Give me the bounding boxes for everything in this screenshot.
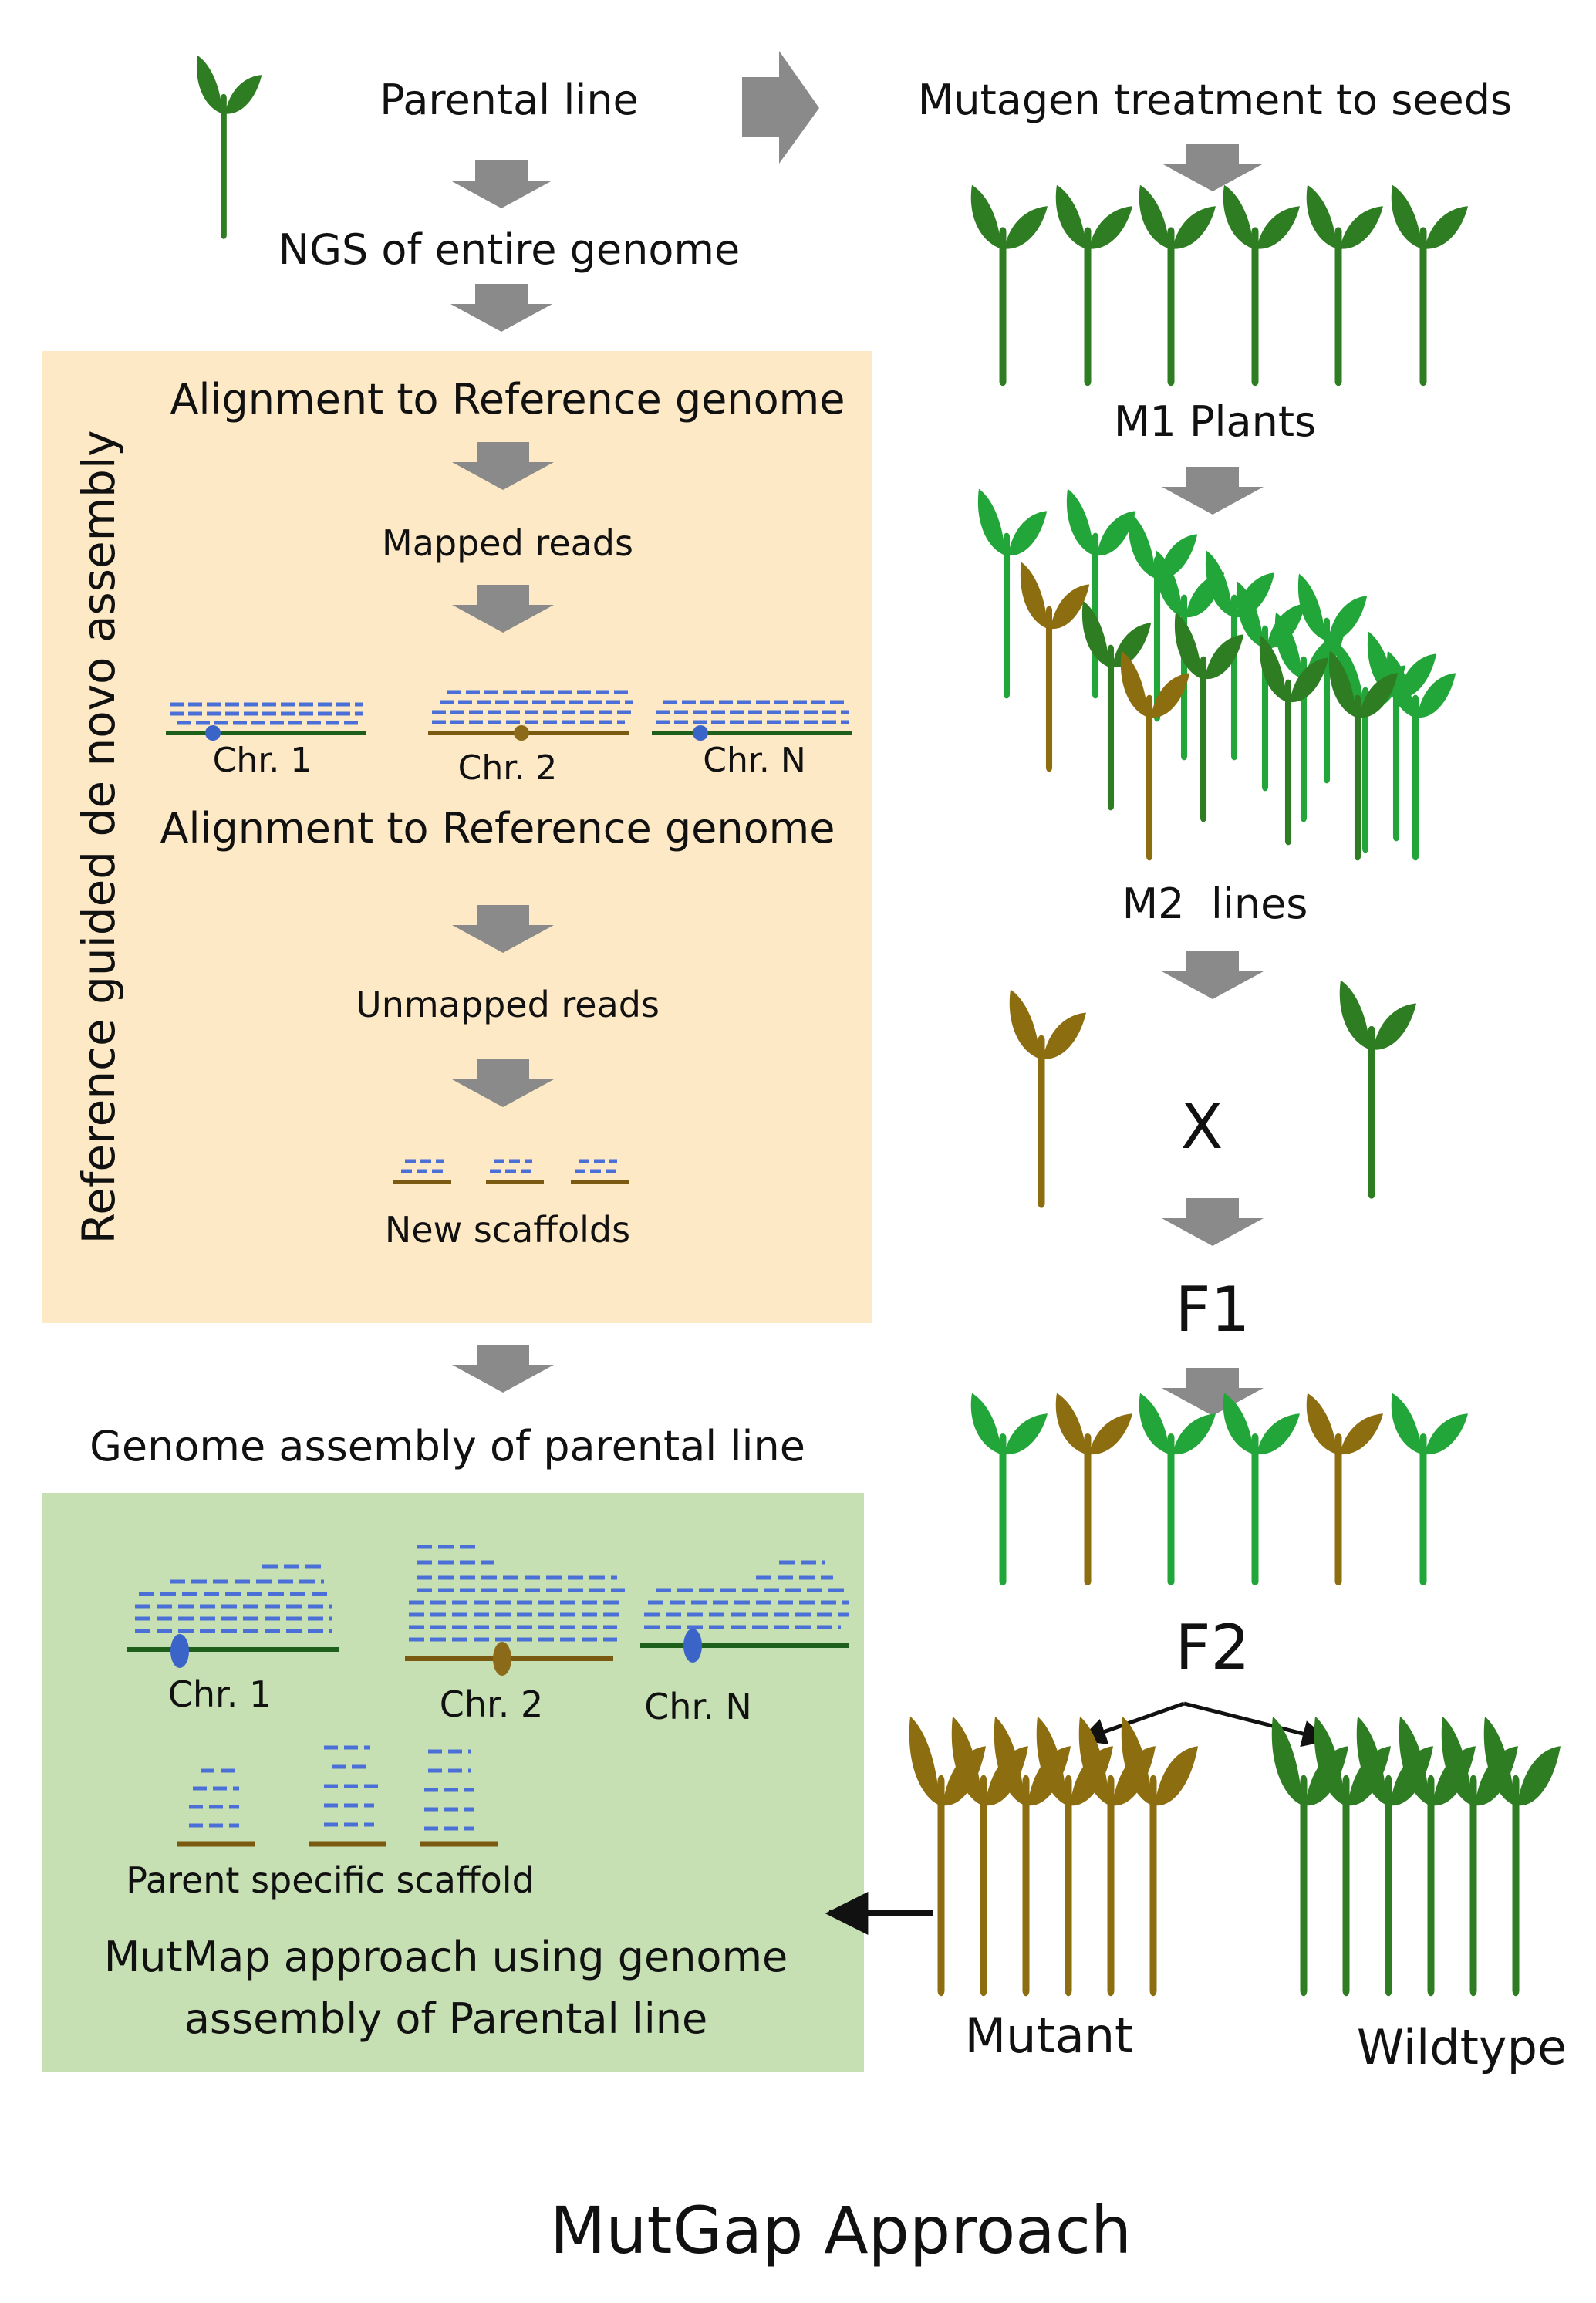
f1-progeny-seedlings (971, 1393, 1468, 1582)
mutagen-seedlings (971, 185, 1468, 382)
assembly-centromere-n (683, 1629, 702, 1663)
unmapped-reads-label: Unmapped reads (356, 984, 660, 1025)
arrow-down-7 (452, 1345, 554, 1393)
footer-title: MutGap Approach (550, 2193, 1132, 2268)
cross-symbol: X (1181, 1091, 1223, 1163)
mutant-label: Mutant (965, 2008, 1134, 2064)
chr1-label: Chr. 1 (213, 741, 312, 780)
assembly-centromere-2 (493, 1642, 511, 1676)
reference-guided-panel (42, 351, 872, 1323)
f2-label: F2 (1176, 1612, 1250, 1683)
ngs-label: NGS of entire genome (278, 225, 741, 274)
arrow-down-1 (450, 160, 552, 208)
assembly-chromosome-2 (405, 1545, 625, 1676)
chrN-label: Chr. N (703, 741, 806, 780)
assembly-chromosome-n (640, 1560, 849, 1663)
mapped-chromosome-n (652, 700, 852, 741)
mutant-pool (909, 1717, 1198, 1991)
parental-line-label: Parental line (380, 76, 639, 124)
mapped-reads-label: Mapped reads (382, 522, 633, 564)
assembly-chr2-label: Chr. 2 (440, 1683, 543, 1725)
f1-label: F1 (1176, 1274, 1250, 1346)
chr2-label: Chr. 2 (458, 748, 558, 788)
arrow-right-big (742, 51, 819, 164)
arrow-down-r5 (1162, 1368, 1264, 1416)
cross-mutant-seedling (1010, 990, 1086, 1204)
segregation-arrows (1078, 1701, 1330, 1748)
alignment-label-1: Alignment to Reference genome (170, 375, 845, 424)
new-scaffolds-label: New scaffolds (385, 1209, 630, 1251)
wildtype-pool (1272, 1717, 1561, 1991)
arrow-down-r3 (1162, 951, 1264, 999)
parent-specific-scaffold-label: Parent specific scaffold (126, 1859, 535, 1901)
assembly-centromere-1 (170, 1634, 189, 1668)
parent-specific-scaffolds (177, 1745, 498, 1847)
centromere-2 (514, 725, 529, 741)
new-scaffolds-graphic (393, 1159, 629, 1184)
m2-lines-label: M2 lines (1122, 880, 1308, 928)
assembly-chromosome-1 (127, 1564, 339, 1668)
arrow-down-2 (450, 284, 552, 332)
arrow-down-r1 (1162, 144, 1264, 191)
assembly-chr1-label: Chr. 1 (168, 1673, 272, 1715)
mapped-chromosome-1 (166, 702, 366, 741)
genome-assembly-label: Genome assembly of parental line (89, 1422, 805, 1471)
assembly-chrN-label: Chr. N (644, 1686, 752, 1727)
m1-plants-label: M1 Plants (1114, 397, 1316, 446)
arrow-down-r4 (1162, 1198, 1264, 1246)
mutmap-label-line2: assembly of Parental line (184, 1994, 707, 2043)
mutmap-label-line1: MutMap approach using genome (104, 1933, 788, 1981)
mapped-chromosome-2 (428, 690, 633, 741)
centromere-n (693, 725, 708, 741)
alignment-label-2: Alignment to Reference genome (160, 804, 835, 853)
side-vertical-label: Reference guided de novo assembly (73, 431, 125, 1244)
mutagen-label: Mutagen treatment to seeds (918, 76, 1512, 124)
parental-line-seedling (197, 56, 262, 235)
arrow-down-r2 (1162, 467, 1264, 515)
m2-seedling-cluster (978, 489, 1456, 856)
wildtype-label: Wildtype (1357, 2019, 1567, 2075)
cross-wildtype-seedling (1340, 981, 1416, 1195)
centromere-1 (205, 725, 221, 741)
